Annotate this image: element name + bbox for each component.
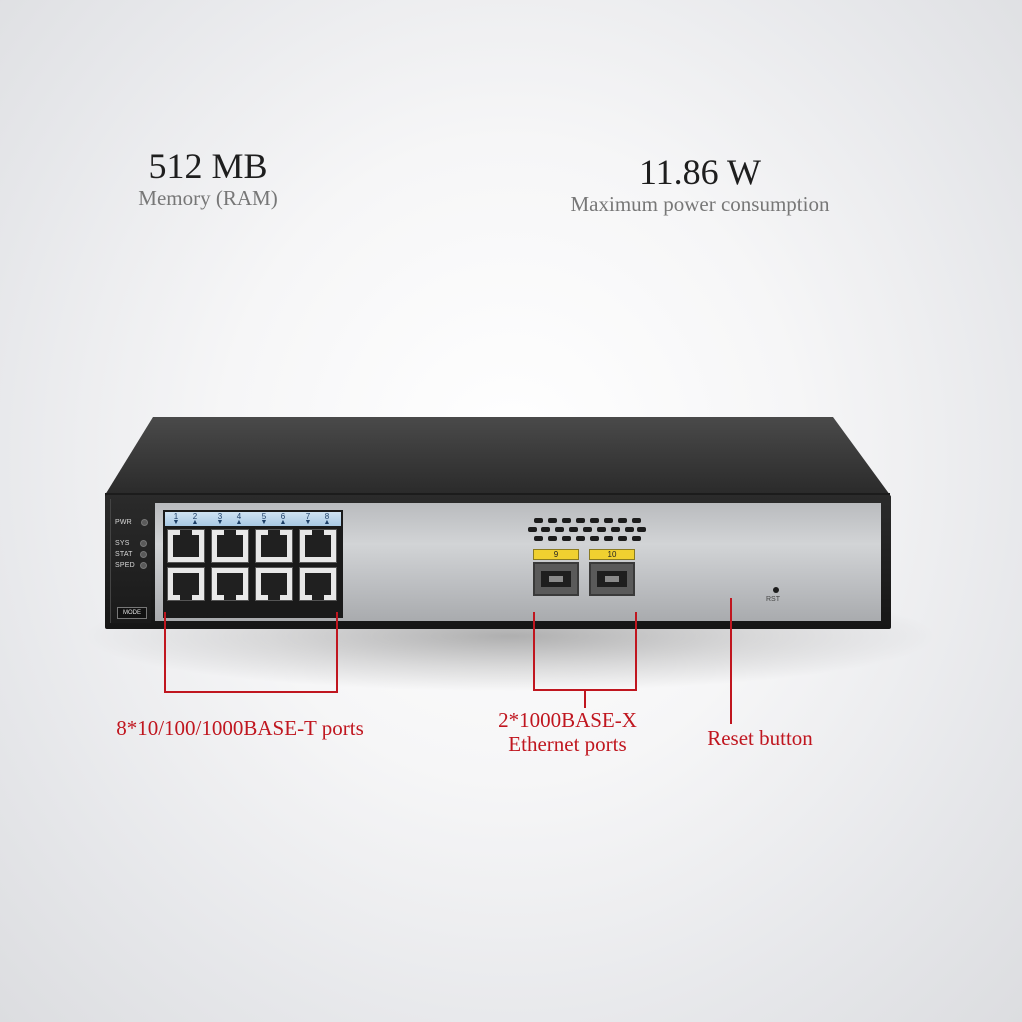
- rj45-port-8[interactable]: [299, 567, 337, 601]
- rj45-port-1[interactable]: [167, 529, 205, 563]
- rj45-port-6[interactable]: [255, 567, 293, 601]
- port-number-strip: 1 2 3 4 5 6 7 8 ▼ ▲ ▼ ▲ ▼ ▲ ▼ ▲: [165, 512, 341, 526]
- sfp-ports-callout: 2*1000BASE-X Ethernet ports: [480, 708, 655, 756]
- arrow-up-icon: ▲: [235, 518, 243, 526]
- memory-label: Memory (RAM): [138, 186, 278, 210]
- rj45-bracket-line: [164, 612, 338, 693]
- port-number: 1: [173, 512, 179, 521]
- arrow-up-icon: ▲: [279, 518, 287, 526]
- front-plate: 1 2 3 4 5 6 7 8 ▼ ▲ ▼ ▲ ▼ ▲ ▼ ▲: [155, 503, 881, 621]
- power-value: 11.86 W: [639, 152, 761, 192]
- led-stat: STAT: [115, 551, 147, 558]
- arrow-down-icon: ▼: [304, 518, 312, 526]
- port-number: 5: [261, 512, 267, 521]
- model-label: S1720-10GF-2P: [165, 610, 234, 620]
- led-sped: SPED: [115, 562, 147, 569]
- reset-button-callout: Reset button: [707, 726, 813, 750]
- arrow-up-icon: ▲: [323, 518, 331, 526]
- sfp-cage: [589, 562, 635, 596]
- sfp-port-number: 10: [589, 549, 635, 560]
- memory-value: 512 MB: [148, 146, 268, 186]
- rj45-port-4[interactable]: [211, 567, 249, 601]
- led-panel: PWR SYS STAT SPED MODE: [110, 499, 151, 623]
- rj45-port-3[interactable]: [211, 529, 249, 563]
- memory-spec: 512 MB Memory (RAM): [108, 146, 308, 210]
- port-number: 7: [305, 512, 311, 521]
- sfp-bracket-line: [533, 612, 637, 691]
- switch-front-panel: PWR SYS STAT SPED MODE 1 2 3 4 5 6 7: [105, 495, 891, 629]
- arrow-down-icon: ▼: [216, 518, 224, 526]
- sfp-port-number: 9: [533, 549, 579, 560]
- led-indicator-icon: [140, 519, 148, 526]
- reset-button[interactable]: [773, 587, 779, 593]
- power-spec: 11.86 W Maximum power consumption: [530, 152, 870, 216]
- led-sys: SYS: [115, 540, 147, 547]
- port-number: 3: [217, 512, 223, 521]
- mode-button[interactable]: MODE: [117, 607, 147, 619]
- arrow-up-icon: ▲: [191, 518, 199, 526]
- rj45-port-block: 1 2 3 4 5 6 7 8 ▼ ▲ ▼ ▲ ▼ ▲ ▼ ▲: [163, 510, 343, 618]
- led-indicator-icon: [139, 562, 147, 569]
- rj45-port-5[interactable]: [255, 529, 293, 563]
- led-pwr: PWR: [115, 519, 148, 526]
- rj45-port-2[interactable]: [167, 567, 205, 601]
- sfp-cage: [533, 562, 579, 596]
- reset-label: RST: [766, 596, 780, 603]
- port-number: 6: [280, 512, 286, 521]
- vent-grille: [528, 518, 646, 541]
- arrow-down-icon: ▼: [172, 518, 180, 526]
- rj45-ports-callout: 8*10/100/1000BASE-T ports: [116, 716, 364, 740]
- power-label: Maximum power consumption: [570, 192, 830, 216]
- led-label: STAT: [115, 551, 133, 558]
- led-indicator-icon: [139, 540, 147, 547]
- led-indicator-icon: [139, 551, 147, 558]
- led-label: SPED: [115, 562, 135, 569]
- rj45-port-7[interactable]: [299, 529, 337, 563]
- port-number: 8: [324, 512, 330, 521]
- arrow-down-icon: ▼: [260, 518, 268, 526]
- sfp-port-10[interactable]: 10: [589, 549, 635, 605]
- sfp-callout-line1: 2*1000BASE-X: [498, 708, 637, 732]
- led-label: PWR: [115, 519, 132, 526]
- sfp-callout-line2: Ethernet ports: [508, 732, 627, 756]
- sfp-port-9[interactable]: 9: [533, 549, 579, 605]
- port-number: 4: [236, 512, 242, 521]
- led-label: SYS: [115, 540, 130, 547]
- port-number: 2: [192, 512, 198, 521]
